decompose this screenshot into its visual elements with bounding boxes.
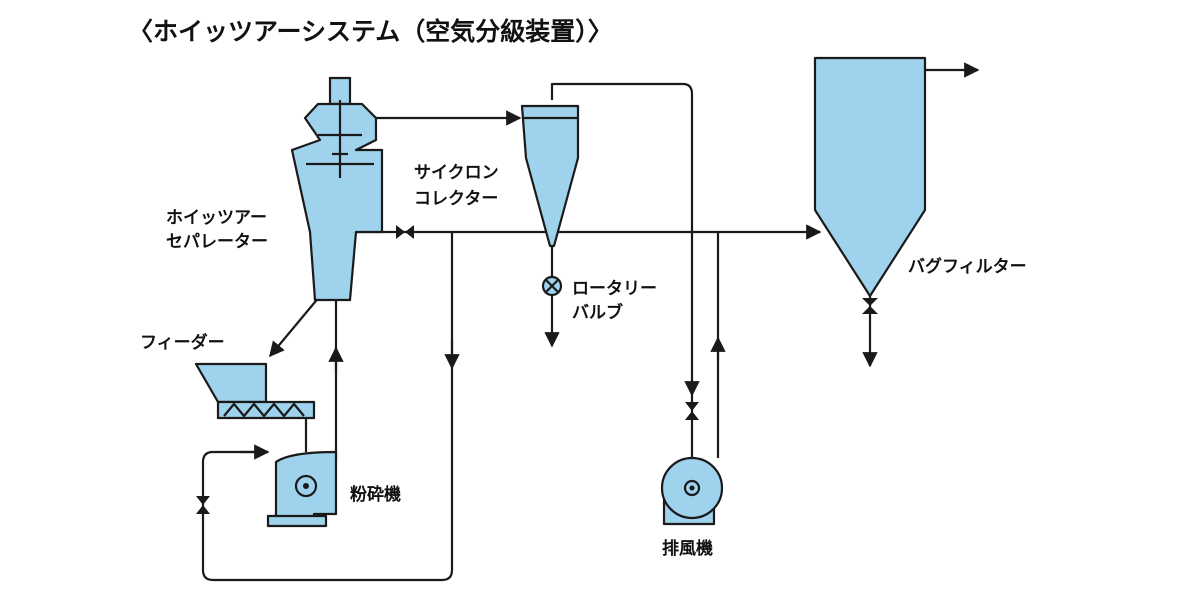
cyclone-collector	[520, 104, 580, 248]
valve-blower-inlet	[685, 402, 699, 420]
feeder	[194, 362, 316, 420]
label-blower: 排風機	[662, 538, 713, 559]
whizzer-separator	[290, 76, 384, 302]
pipe-cyclone-to-blower	[550, 82, 694, 458]
pipe-bottom-return	[201, 232, 454, 582]
label-rotary-line1: ロータリー	[572, 279, 657, 299]
bagfilter-valve	[862, 298, 878, 314]
label-separator-line2: セパレーター	[166, 232, 268, 252]
valve-return-loop	[196, 496, 210, 514]
bag-filter	[813, 56, 927, 298]
label-feeder: フィーダー	[140, 332, 225, 353]
label-separator-line1: ホイッツアー	[166, 208, 267, 228]
mill	[266, 450, 338, 528]
label-bag-filter: バグフィルター	[908, 256, 1027, 277]
label-cyclone-line1: サイクロン	[414, 163, 499, 183]
blower	[660, 456, 724, 526]
rotary-valve	[541, 275, 563, 297]
label-mill: 粉砕機	[350, 484, 401, 505]
label-rotary-line2: バルブ	[572, 302, 623, 323]
label-cyclone-line2: コレクター	[414, 189, 498, 209]
diagram-title: 〈ホイッツアーシステム（空気分級装置）〉	[128, 17, 613, 46]
valve-main-line	[396, 225, 414, 239]
